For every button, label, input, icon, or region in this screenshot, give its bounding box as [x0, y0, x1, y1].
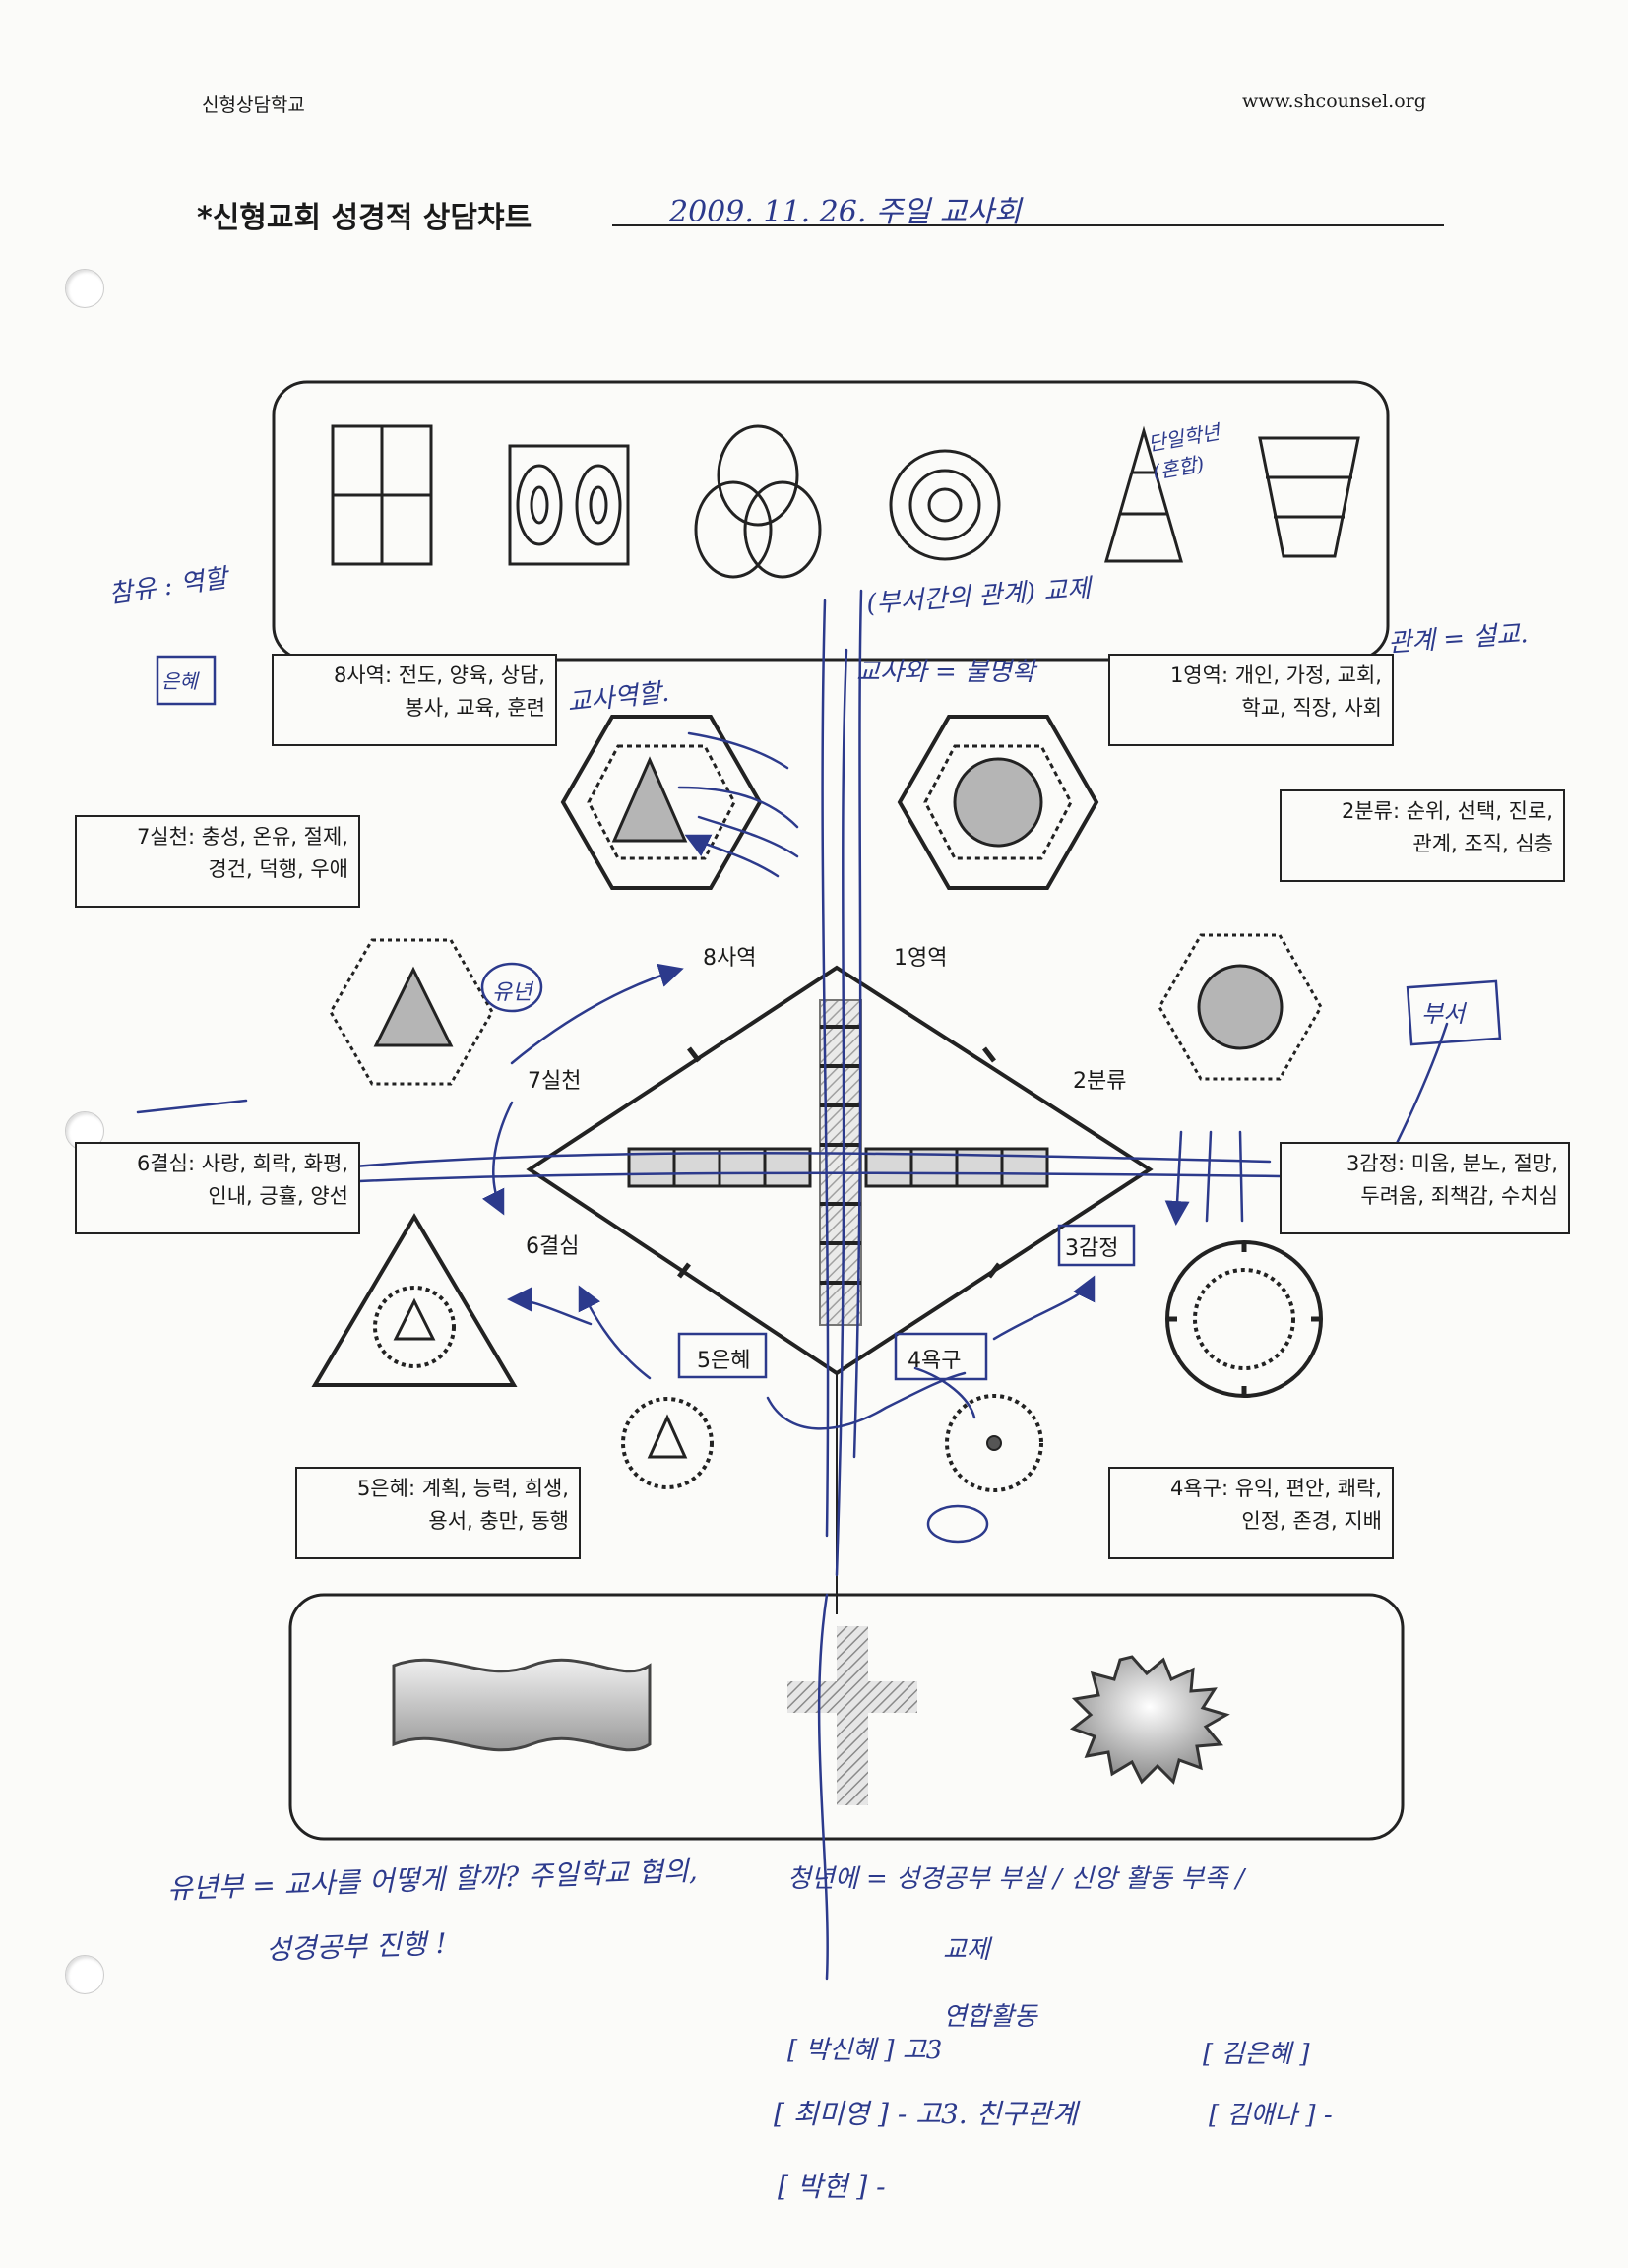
- page-title: *신형교회 성경적 상담챠트: [197, 201, 532, 235]
- note-bottom-center-3: 연합활동: [943, 2002, 1037, 2032]
- diamond-label-4: 4욕구: [908, 1349, 962, 1373]
- note-bottom-right-2: [ 김애나 ] -: [1209, 2101, 1333, 2130]
- note-right: 부서: [1421, 1000, 1466, 1028]
- box-yeongyeok-line2: 학교, 직장, 사회: [1241, 696, 1382, 720]
- box-8-saryeok: 8사역: 전도, 양육, 상담, 봉사, 교육, 훈련: [272, 654, 557, 746]
- triangle-dotted-circle-gyeolsim: [311, 1213, 518, 1387]
- box-gamjeong-line1: 3감정: 미움, 분노, 절망,: [1346, 1152, 1558, 1175]
- double-oval-icon: [508, 444, 630, 566]
- diamond-label-5: 5은혜: [697, 1349, 751, 1373]
- note-bottom-list-3: [ 박현 ] -: [778, 2171, 886, 2203]
- box-2-bunryu: 2분류: 순위, 선택, 진로, 관계, 조직, 심층: [1280, 789, 1565, 882]
- box-eunhye-line2: 용서, 충만, 동행: [428, 1509, 569, 1533]
- note-left-box: 은혜: [161, 669, 198, 693]
- top-symbol-panel: [272, 380, 1390, 662]
- dotted-hexagon-circle-bunryu: [1158, 933, 1323, 1081]
- pyramid-icon: [1104, 425, 1183, 563]
- handwritten-date: 2009. 11. 26. 주일 교사회: [669, 195, 1022, 229]
- box-3-gamjeong: 3감정: 미움, 분노, 절망, 두려움, 죄책감, 수치심: [1280, 1142, 1570, 1234]
- dotted-circle-dot-yokgu: [945, 1394, 1043, 1492]
- box-saryeok-line2: 봉사, 교육, 훈련: [405, 696, 545, 720]
- starburst-icon: [1069, 1655, 1230, 1785]
- note-bottom-right-1: [ 김은혜 ]: [1203, 2040, 1310, 2069]
- four-quadrant-icon: [331, 424, 433, 566]
- cross-icon: [787, 1626, 917, 1805]
- box-saryeok-line1: 8사역: 전도, 양육, 상담,: [333, 663, 545, 687]
- box-1-yeongyeok: 1영역: 개인, 가정, 교회, 학교, 직장, 사회: [1108, 654, 1394, 746]
- title-underline: [612, 224, 1444, 226]
- note-bottom-center-2: 교제: [943, 1935, 990, 1965]
- box-gyeolsim-line1: 6결심: 사랑, 희락, 화평,: [136, 1152, 348, 1175]
- note-bottom-list-1: [ 박신혜 ] 고3: [787, 2036, 943, 2065]
- diamond-label-7: 7실천: [528, 1069, 582, 1094]
- bottom-symbol-panel: [288, 1593, 1405, 1841]
- box-bunryu-line2: 관계, 조직, 심층: [1412, 832, 1553, 855]
- box-silcheon-line2: 경건, 덕행, 우애: [208, 857, 348, 881]
- note-bottom-left-2: 성경공부 진행 !: [265, 1926, 448, 1967]
- box-gamjeong-line2: 두려움, 죄책감, 수치심: [1360, 1184, 1558, 1208]
- note-bottom-center-1: 청년에 = 성경공부 부실 / 신앙 활동 부족 /: [787, 1864, 1245, 1894]
- box-eunhye-line1: 5은혜: 계획, 능력, 희생,: [356, 1477, 569, 1500]
- wave-banner-icon: [392, 1658, 652, 1752]
- box-4-yokgu: 4욕구: 유익, 편안, 쾌락, 인정, 존경, 지배: [1108, 1467, 1394, 1559]
- box-gyeolsim-line2: 인내, 긍휼, 양선: [208, 1184, 348, 1208]
- venn-diagram-icon: [694, 424, 822, 579]
- note-center-upper: 교사와 = 불명확: [856, 658, 1035, 687]
- hexagon-circle-yeongyeok: [897, 715, 1099, 890]
- note-bottom-list-2: [ 최미영 ] - 고3. 친구관계: [774, 2098, 1078, 2130]
- website-url: www.shcounsel.org: [1242, 91, 1426, 112]
- inverted-funnel-icon: [1258, 436, 1360, 558]
- box-yokgu-line2: 인정, 존경, 지배: [1241, 1509, 1382, 1533]
- box-6-gyeolsim: 6결심: 사랑, 희락, 화평, 인내, 긍휼, 양선: [75, 1142, 360, 1234]
- dotted-hexagon-triangle-silcheon: [329, 938, 494, 1086]
- note-silcheon: 유년: [492, 980, 532, 1005]
- box-yokgu-line1: 4욕구: 유익, 편안, 쾌락,: [1169, 1477, 1382, 1500]
- box-5-eunhye: 5은혜: 계획, 능력, 희생, 용서, 충만, 동행: [295, 1467, 581, 1559]
- circle-ring-gamjeong: [1165, 1240, 1323, 1398]
- box-7-silcheon: 7실천: 충성, 온유, 절제, 경건, 덕행, 우애: [75, 815, 360, 908]
- binder-hole-bottom: [65, 1955, 104, 1994]
- school-name: 신형상담학교: [202, 94, 305, 116]
- hexagon-triangle-saryeok: [560, 715, 763, 890]
- diamond-label-2: 2분류: [1073, 1069, 1127, 1094]
- dotted-circle-triangle-eunhye: [621, 1397, 714, 1489]
- concentric-circles-icon: [889, 449, 1001, 561]
- box-yeongyeok-line1: 1영역: 개인, 가정, 교회,: [1169, 663, 1382, 687]
- box-silcheon-line1: 7실천: 충성, 온유, 절제,: [136, 825, 348, 849]
- diamond-label-8: 8사역: [703, 946, 757, 971]
- diamond-label-6: 6결심: [526, 1234, 580, 1259]
- diamond-label-3: 3감정: [1065, 1236, 1119, 1261]
- box-bunryu-line1: 2분류: 순위, 선택, 진로,: [1341, 799, 1553, 823]
- binder-hole-top: [65, 269, 104, 308]
- diamond-label-1: 1영역: [894, 946, 948, 971]
